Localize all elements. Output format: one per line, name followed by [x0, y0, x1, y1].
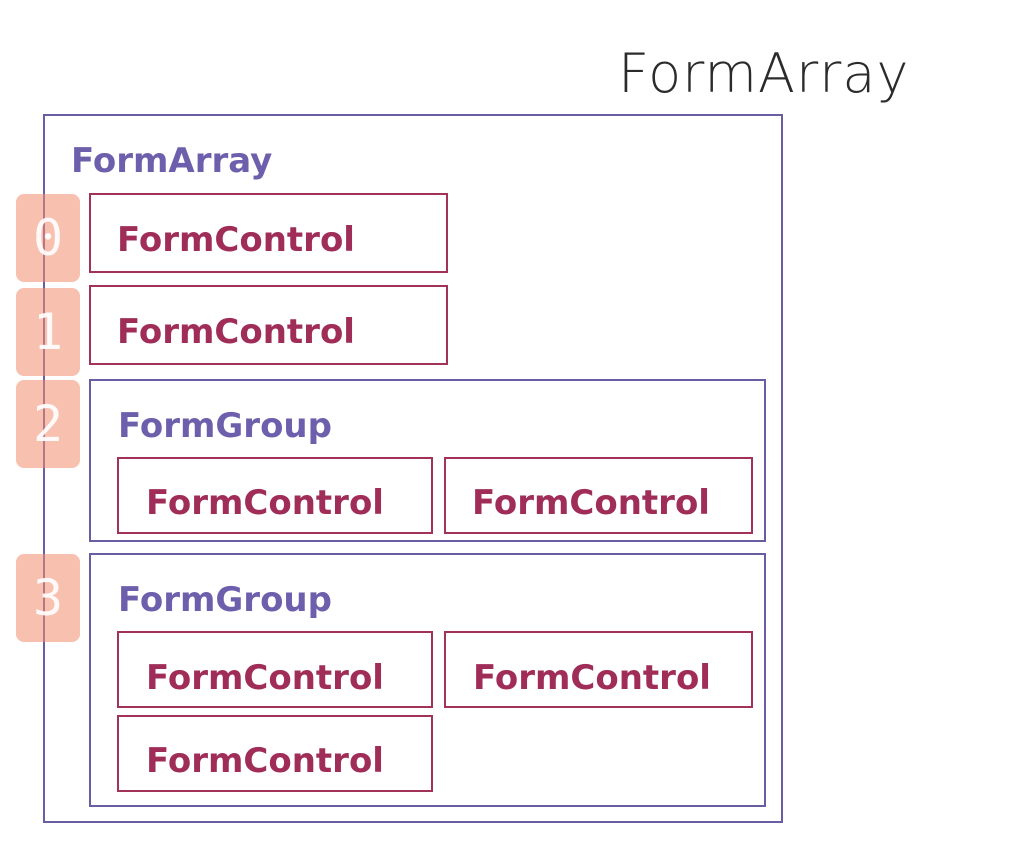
index-badge-3: 3 — [16, 554, 80, 642]
form-group-label-2: FormGroup — [118, 406, 332, 446]
index-badge-2: 2 — [16, 380, 80, 468]
form-group-3-control-label-1: FormControl — [473, 658, 711, 698]
form-group-2-control-label-0: FormControl — [146, 483, 384, 523]
form-control-label-0: FormControl — [117, 220, 355, 260]
form-group-box-2 — [89, 379, 766, 542]
form-group-3-control-label-2: FormControl — [146, 741, 384, 781]
page-title: FormArray — [618, 42, 910, 105]
form-control-box-1 — [89, 285, 448, 365]
form-group-3-control-box-0 — [117, 631, 433, 708]
index-badge-1: 1 — [16, 288, 80, 376]
form-array-box — [43, 114, 783, 823]
form-group-2-control-box-0 — [117, 457, 433, 534]
form-group-2-control-box-1 — [444, 457, 753, 534]
form-array-label: FormArray — [71, 141, 273, 181]
form-control-label-1: FormControl — [117, 312, 355, 352]
form-group-3-control-label-0: FormControl — [146, 658, 384, 698]
form-group-label-3: FormGroup — [118, 580, 332, 620]
form-group-3-control-box-2 — [117, 715, 433, 792]
form-group-box-3 — [89, 553, 766, 807]
form-group-3-control-box-1 — [444, 631, 753, 708]
index-badge-0: 0 — [16, 194, 80, 282]
form-control-box-0 — [89, 193, 448, 273]
form-group-2-control-label-1: FormControl — [472, 483, 710, 523]
